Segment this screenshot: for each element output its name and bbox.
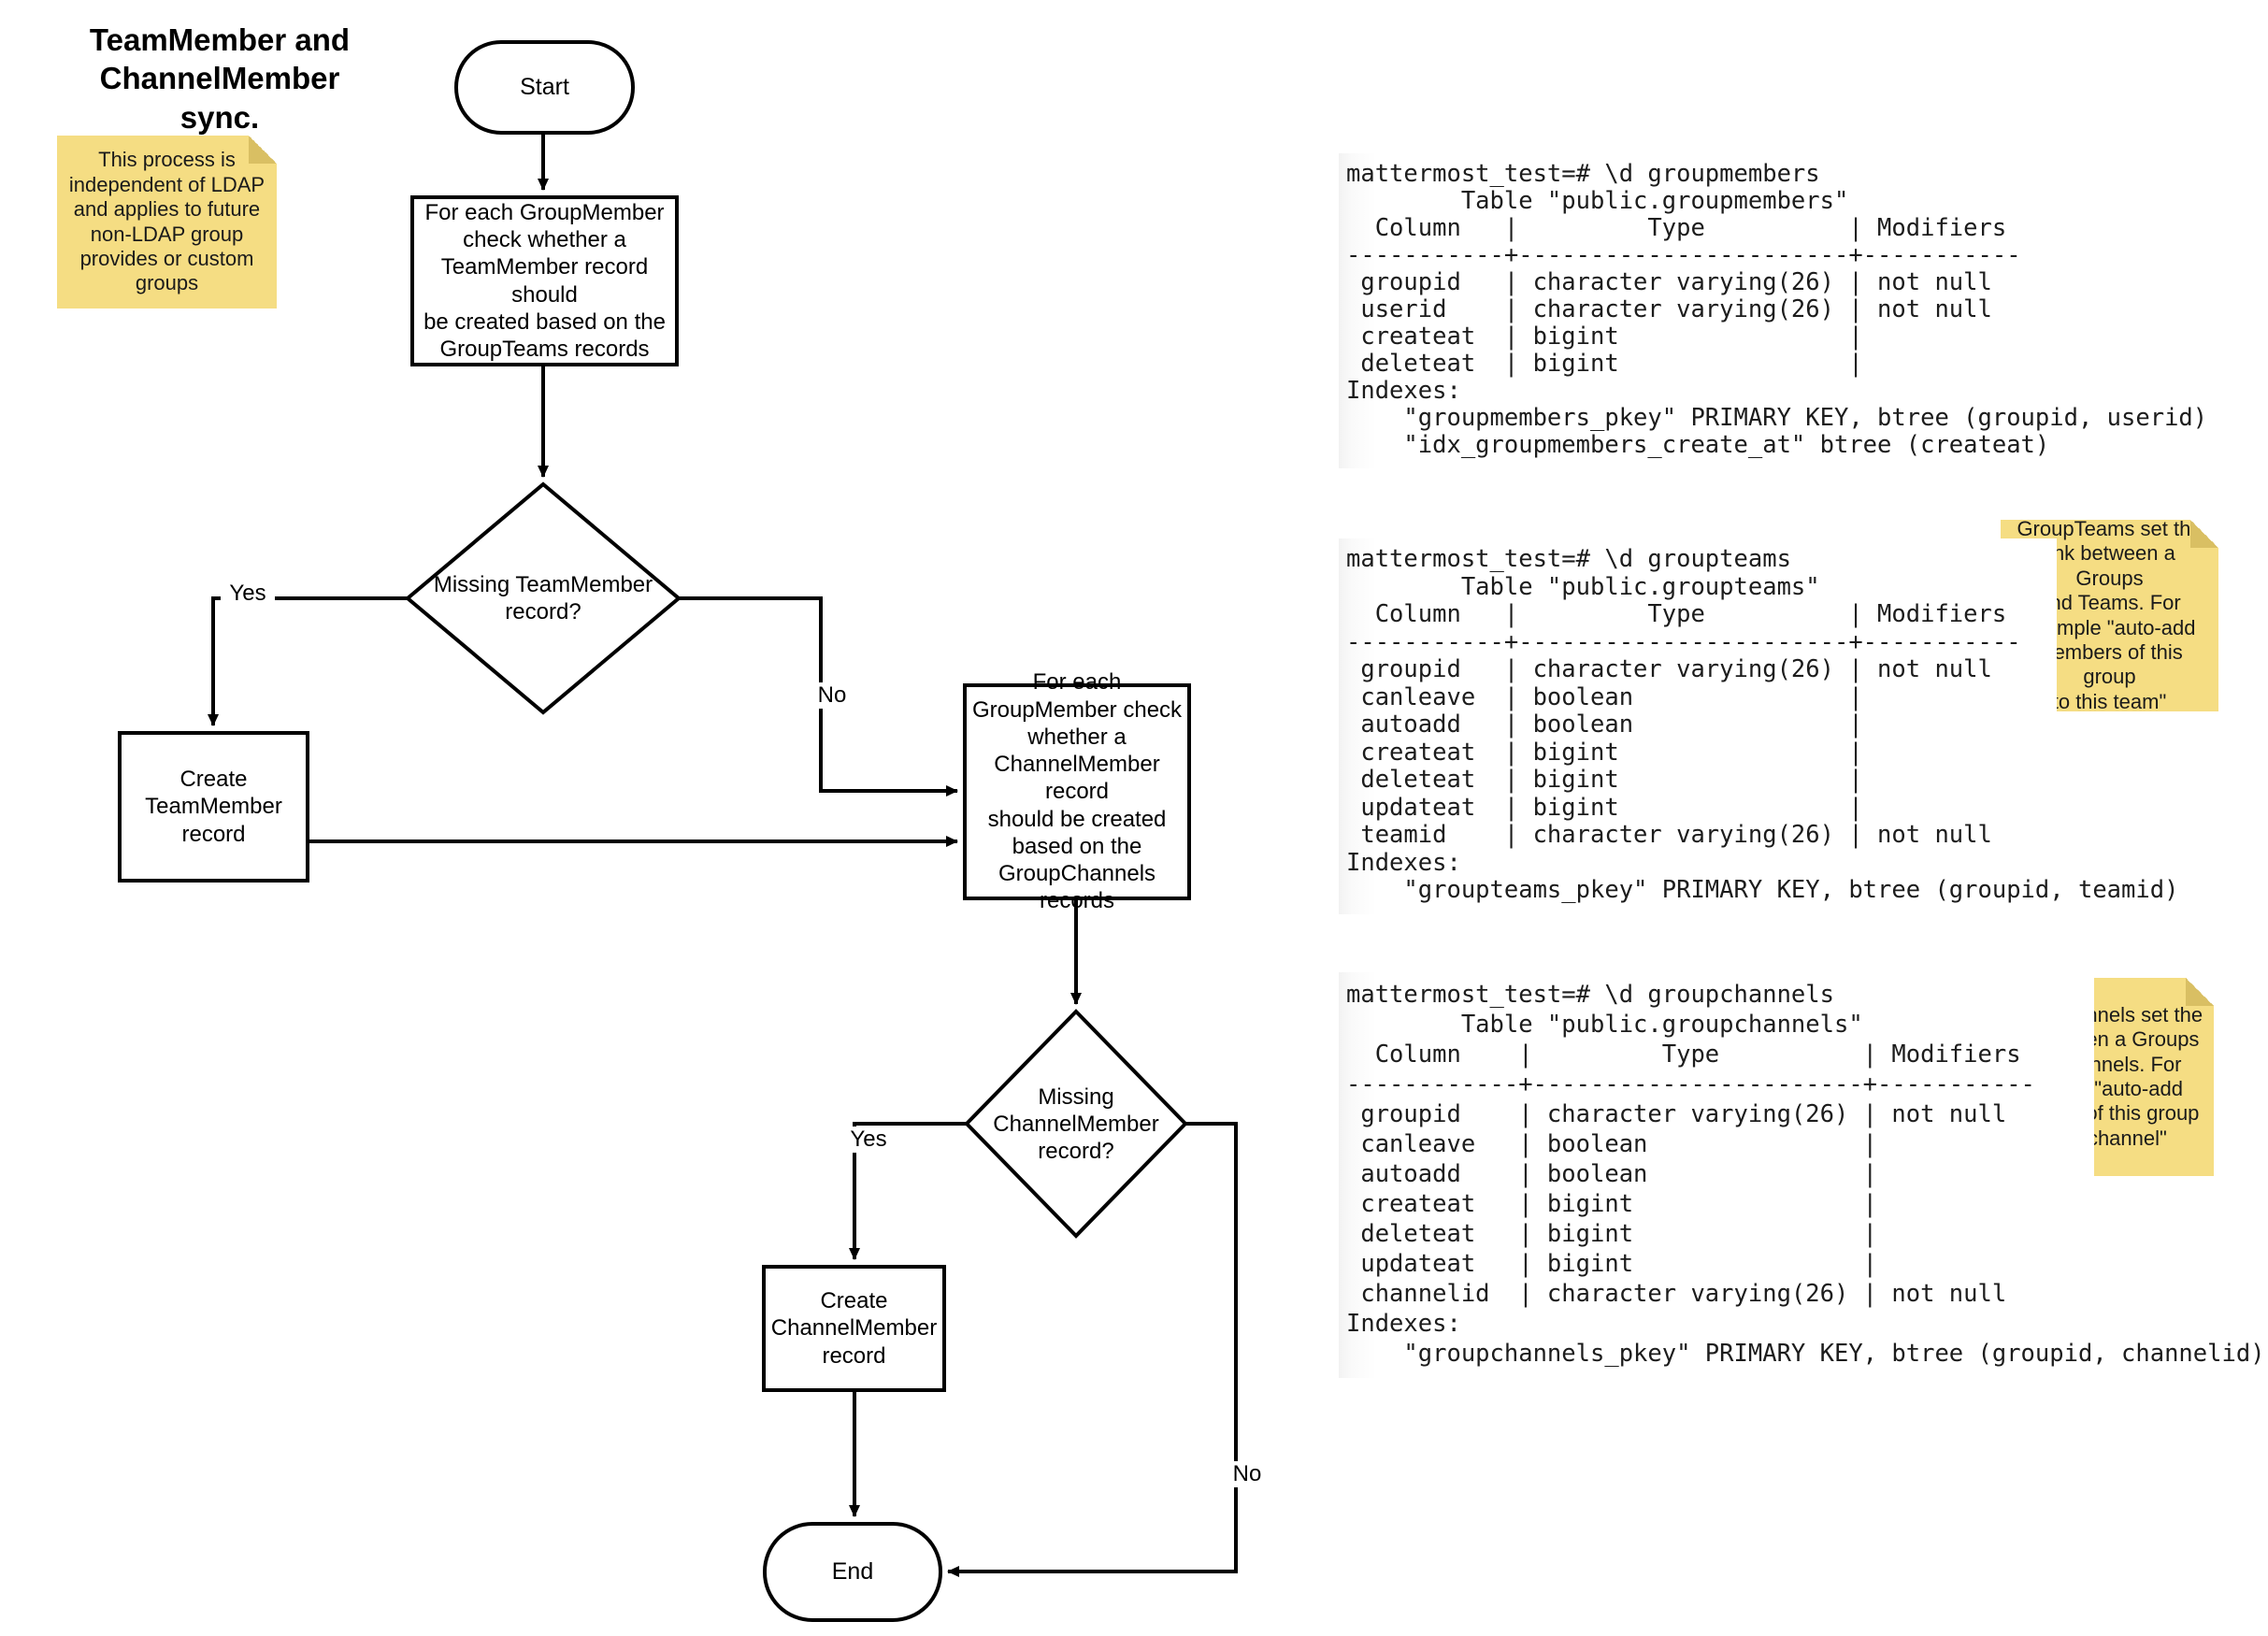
node-create-channel-shape — [762, 1265, 946, 1392]
note-fold-icon — [2190, 520, 2218, 548]
sticky-note-ldap: This process is independent of LDAP and … — [57, 136, 277, 309]
edge-label-channel-yes: Yes — [841, 1127, 896, 1153]
flowchart-shapes — [118, 40, 1238, 1622]
node-process-channel-shape — [963, 683, 1191, 900]
diagram-title: TeamMember and ChannelMember sync. — [89, 22, 351, 135]
edge-label-team-no: No — [810, 682, 854, 709]
node-decision-channel-shape — [964, 1009, 1188, 1239]
note-fold-icon — [2186, 978, 2214, 1006]
node-create-team-shape — [118, 731, 309, 883]
edge-decision-channel-no — [947, 1122, 1238, 1577]
terminal-block-groupchannels: mattermost_test=# \d groupchannels Table… — [1339, 972, 2265, 1378]
node-start-shape — [454, 40, 635, 135]
sticky-note-ldap-text: This process is independent of LDAP and … — [68, 148, 266, 295]
edge-decision-channel-yes — [849, 1122, 967, 1260]
terminal-block-groupteams: mattermost_test=# \d groupteams Table "p… — [1339, 538, 2178, 914]
node-decision-team-shape — [404, 481, 682, 715]
edge-label-channel-no: No — [1225, 1461, 1270, 1487]
note-fold-icon — [249, 136, 277, 164]
node-process-team-shape — [410, 195, 679, 366]
node-end-shape — [763, 1522, 942, 1622]
edge-label-team-yes: Yes — [221, 581, 275, 607]
edge-decision-team-yes — [208, 596, 408, 726]
terminal-block-groupmembers: mattermost_test=# \d groupmembers Table … — [1339, 153, 2207, 468]
